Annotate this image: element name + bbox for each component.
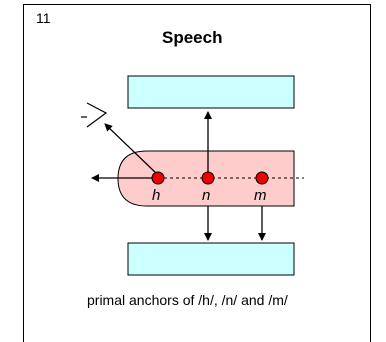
anchor-label-m: m <box>254 187 267 204</box>
lower-plate <box>127 242 295 276</box>
emission-icon <box>86 102 108 128</box>
slide-number: 11 <box>36 10 51 26</box>
anchor-label-n: n <box>202 187 210 204</box>
diagram-caption: primal anchors of /h/, /n/ and /m/ <box>87 292 288 308</box>
arrow-diagonal-out <box>104 123 158 175</box>
anchor-node-m <box>255 171 269 185</box>
upper-plate <box>127 75 295 109</box>
anchor-node-n <box>201 171 215 185</box>
slide-frame <box>23 4 371 342</box>
anchor-label-h: h <box>152 187 160 204</box>
anchor-node-h <box>151 171 165 185</box>
slide-title: Speech <box>162 28 223 47</box>
